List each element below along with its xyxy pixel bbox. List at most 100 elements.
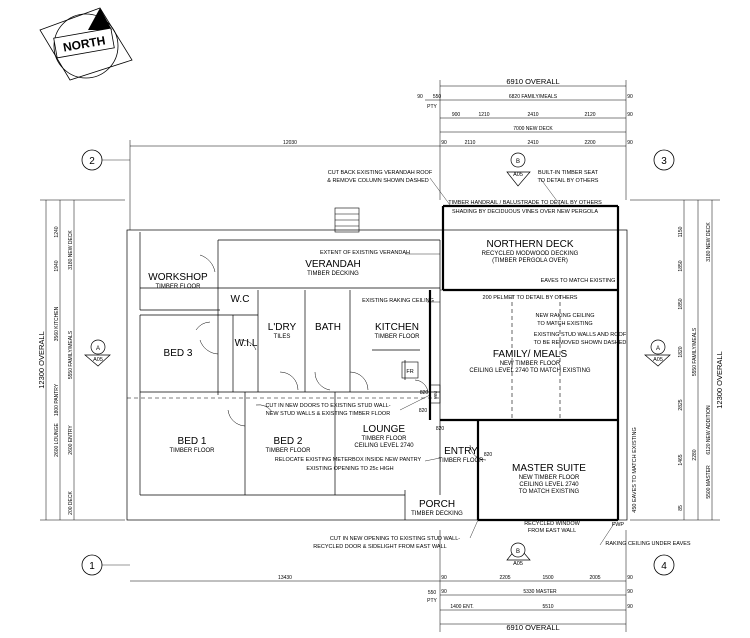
svg-text:TIMBER FLOOR: TIMBER FLOOR [438, 458, 484, 464]
room-porch: PORCH [419, 499, 455, 510]
svg-text:12030: 12030 [283, 140, 297, 146]
svg-text:TIMBER FLOOR: TIMBER FLOOR [155, 284, 201, 290]
svg-text:1210: 1210 [478, 112, 489, 118]
note-eaves-vertical: 450 EAVES TO MATCH EXISTING [632, 427, 638, 512]
svg-text:3180 NEW DECK: 3180 NEW DECK [68, 230, 74, 270]
svg-text:CEILING LEVEL 2740: CEILING LEVEL 2740 [519, 482, 579, 488]
note-cut-opening-2: RECYCLED DOOR & SIDELIGHT FROM EAST WALL [313, 544, 446, 550]
svg-text:RECYCLED MODWOOD DECKING: RECYCLED MODWOOD DECKING [482, 251, 579, 257]
note-seat-1: BUILT-IN TIMBER SEAT [538, 170, 599, 176]
svg-text:90: 90 [627, 604, 633, 610]
grid-label-2: 2 [89, 156, 95, 167]
svg-text:1400 ENT.: 1400 ENT. [450, 604, 473, 610]
room-northern-deck: NORTHERN DECK [486, 239, 573, 250]
svg-text:TIMBER FLOOR: TIMBER FLOOR [374, 334, 420, 340]
svg-text:90: 90 [417, 94, 423, 100]
svg-text:2200: 2200 [584, 140, 595, 146]
section-marker-top: B A05 [506, 152, 531, 187]
leader-lines [399, 177, 616, 546]
note-handrail-2: SHADING BY DECIDUOUS VINES OVER NEW PERG… [452, 209, 598, 215]
svg-text:B: B [516, 159, 520, 165]
room-family-meals: FAMILY/ MEALS [493, 349, 568, 360]
room-workshop: WORKSHOP [148, 272, 208, 283]
svg-text:CEILING LEVEL 2740: CEILING LEVEL 2740 [354, 443, 414, 449]
svg-text:5330 MASTER: 5330 MASTER [523, 589, 557, 595]
note-cut-back-2: & REMOVE COLUMN SHOWN DASHED [327, 178, 428, 184]
grid-label-3: 3 [661, 156, 667, 167]
svg-text:1850: 1850 [678, 260, 684, 271]
svg-text:2005: 2005 [589, 575, 600, 581]
room-lounge: LOUNGE [363, 424, 406, 435]
svg-text:6820 FAMILY/MEALS: 6820 FAMILY/MEALS [509, 94, 558, 100]
svg-text:A05: A05 [93, 357, 103, 363]
dim-right-overall: 12300 OVERALL [715, 351, 724, 409]
svg-text:1940: 1940 [54, 260, 60, 271]
dim-bottom-overall: 6910 OVERALL [506, 623, 559, 632]
section-marker-right: A A05 [644, 339, 671, 367]
dim-top-overall: 6910 OVERALL [506, 77, 559, 86]
room-bed1: BED 1 [178, 436, 207, 447]
note-cut-doors-1: CUT IN NEW DOORS TO EXISTING STUD WALL- [265, 403, 390, 409]
svg-text:2600 ENTRY: 2600 ENTRY [68, 425, 74, 455]
section-marker-left: A A05 [84, 339, 111, 367]
svg-text:1500: 1500 [542, 575, 553, 581]
svg-text:2410: 2410 [527, 112, 538, 118]
svg-text:7000 NEW DECK: 7000 NEW DECK [513, 126, 553, 132]
svg-text:900: 900 [452, 112, 461, 118]
svg-text:NEW TIMBER FLOOR: NEW TIMBER FLOOR [519, 475, 580, 481]
svg-text:NEW TIMBER FLOOR: NEW TIMBER FLOOR [500, 361, 561, 367]
room-ldry: L'DRY [268, 322, 297, 333]
svg-text:820: 820 [420, 390, 429, 396]
svg-text:PTY: PTY [427, 104, 437, 110]
svg-text:A: A [96, 346, 100, 352]
room-wc: W.C [231, 294, 250, 305]
bottom-dimensions [130, 530, 627, 632]
fr-label: FR [406, 369, 413, 375]
svg-text:90: 90 [627, 94, 633, 100]
svg-text:A05: A05 [513, 172, 523, 178]
fridge-box [401, 361, 419, 379]
svg-text:5550 FAMILY/MEALS: 5550 FAMILY/MEALS [692, 327, 698, 376]
room-master-suite: MASTER SUITE [512, 463, 586, 474]
dim-left-overall: 12300 OVERALL [37, 331, 46, 389]
svg-text:5500 MASTER: 5500 MASTER [706, 465, 712, 499]
removed-walls [127, 289, 620, 420]
svg-text:2410: 2410 [527, 140, 538, 146]
svg-text:550: 550 [433, 94, 442, 100]
svg-text:TIMBER DECKING: TIMBER DECKING [307, 271, 359, 277]
svg-text:(TIMBER PERGOLA OVER): (TIMBER PERGOLA OVER) [492, 258, 568, 264]
note-raking-eaves: RAKING CEILING UNDER EAVES [605, 541, 690, 547]
svg-text:820: 820 [484, 452, 493, 458]
note-eaves: EAVES TO MATCH EXISTING [541, 278, 616, 284]
note-recycled-window-2: FROM EAST WALL [528, 528, 576, 534]
svg-text:550: 550 [428, 590, 437, 596]
svg-text:90: 90 [627, 140, 633, 146]
note-cut-opening-1: CUT IN NEW OPENING TO EXISTING STUD WALL… [330, 536, 460, 542]
note-seat-2: TO DETAIL BY OTHERS [538, 178, 599, 184]
svg-text:B: B [516, 549, 520, 555]
svg-text:6120 NEW ADDITION: 6120 NEW ADDITION [706, 405, 712, 455]
svg-text:TIMBER FLOOR: TIMBER FLOOR [265, 448, 311, 454]
svg-text:820: 820 [419, 408, 428, 414]
note-cut-doors-2: NEW STUD WALLS & EXISTING TIMBER FLOOR [266, 411, 390, 417]
svg-text:A05: A05 [653, 357, 663, 363]
svg-text:5550 FAMILY/MEALS: 5550 FAMILY/MEALS [68, 330, 74, 379]
svg-text:TO MATCH EXISTING: TO MATCH EXISTING [519, 489, 580, 495]
right-dimensions [630, 199, 720, 521]
grid-label-4: 4 [661, 561, 667, 572]
note-stud-walls-1: EXISTING STUD WALLS AND ROOF [534, 332, 627, 338]
existing-walls [126, 229, 628, 521]
note-fwp: FWP [612, 522, 625, 528]
note-extent: EXTENT OF EXISTING VERANDAH [320, 250, 410, 256]
svg-text:1150: 1150 [678, 226, 684, 237]
wm-box [429, 384, 441, 404]
grid-markers: 2 3 1 4 [81, 149, 675, 576]
svg-text:TILES: TILES [274, 334, 291, 340]
svg-text:90: 90 [627, 575, 633, 581]
grid-label-1: 1 [89, 561, 95, 572]
top-dimensions [129, 80, 627, 230]
svg-text:1800 PANTRY: 1800 PANTRY [54, 383, 60, 416]
svg-text:2825: 2825 [678, 399, 684, 410]
note-relocate: RELOCATE EXISTING METERBOX INSIDE NEW PA… [275, 457, 422, 463]
svg-text:2205: 2205 [499, 575, 510, 581]
